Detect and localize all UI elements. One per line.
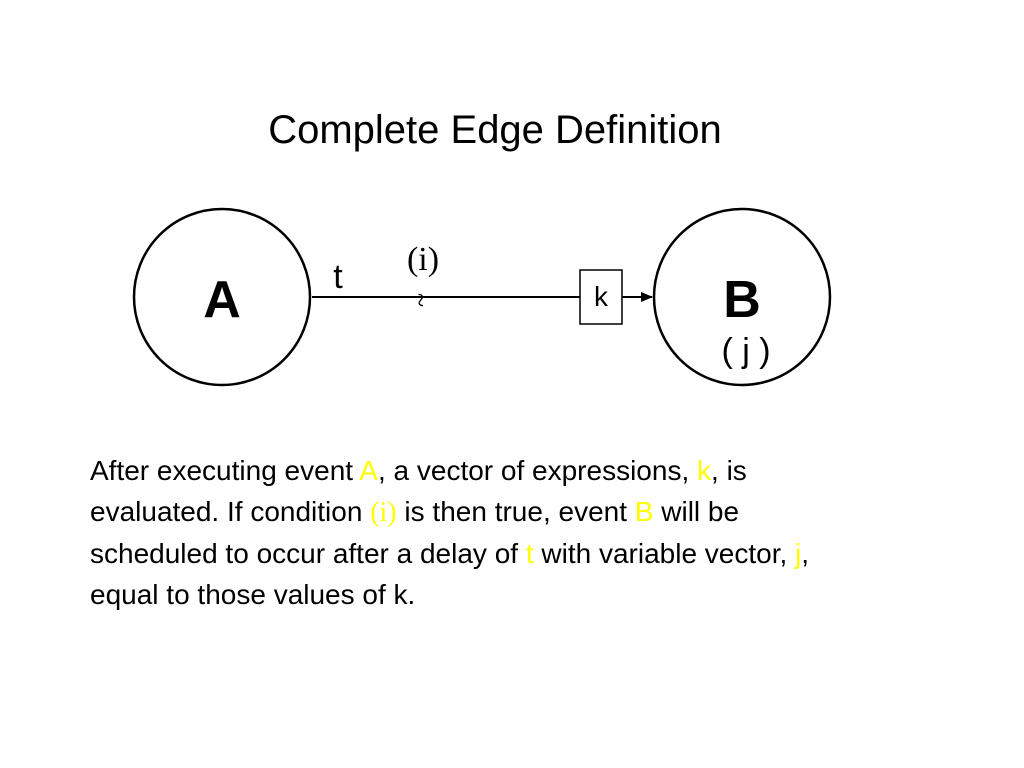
description-line-3: scheduled to occur after a delay of t wi…: [90, 538, 810, 569]
description-line-2: evaluated. If condition (i) is then true…: [90, 496, 740, 528]
condition-label: (i): [407, 241, 439, 278]
highlight-condition: (i): [370, 497, 397, 528]
highlight-event-b: B: [634, 496, 654, 527]
delay-label: t: [333, 258, 343, 296]
highlight-t: t: [525, 538, 534, 569]
description-line-1: After executing event A, a vector of exp…: [90, 455, 747, 486]
edge-description: After executing event A, a vector of exp…: [90, 450, 990, 615]
node-b-label: B: [723, 271, 761, 329]
highlight-event-a: A: [359, 455, 378, 486]
highlight-k: k: [697, 455, 712, 486]
node-b: B ( j ): [652, 207, 832, 387]
expression-box-label: k: [594, 281, 609, 312]
description-line-4: equal to those values of k.: [90, 579, 416, 610]
node-a: A: [132, 207, 312, 387]
highlight-j: j: [795, 538, 802, 569]
node-a-label: A: [203, 271, 241, 329]
node-b-parameter-label: ( j ): [721, 332, 770, 370]
condition-marker: ~: [406, 293, 435, 307]
slide-title: Complete Edge Definition: [268, 108, 722, 152]
node-a-circle: [132, 207, 312, 387]
node-b-circle: [652, 207, 832, 387]
expression-box: k: [579, 269, 623, 325]
